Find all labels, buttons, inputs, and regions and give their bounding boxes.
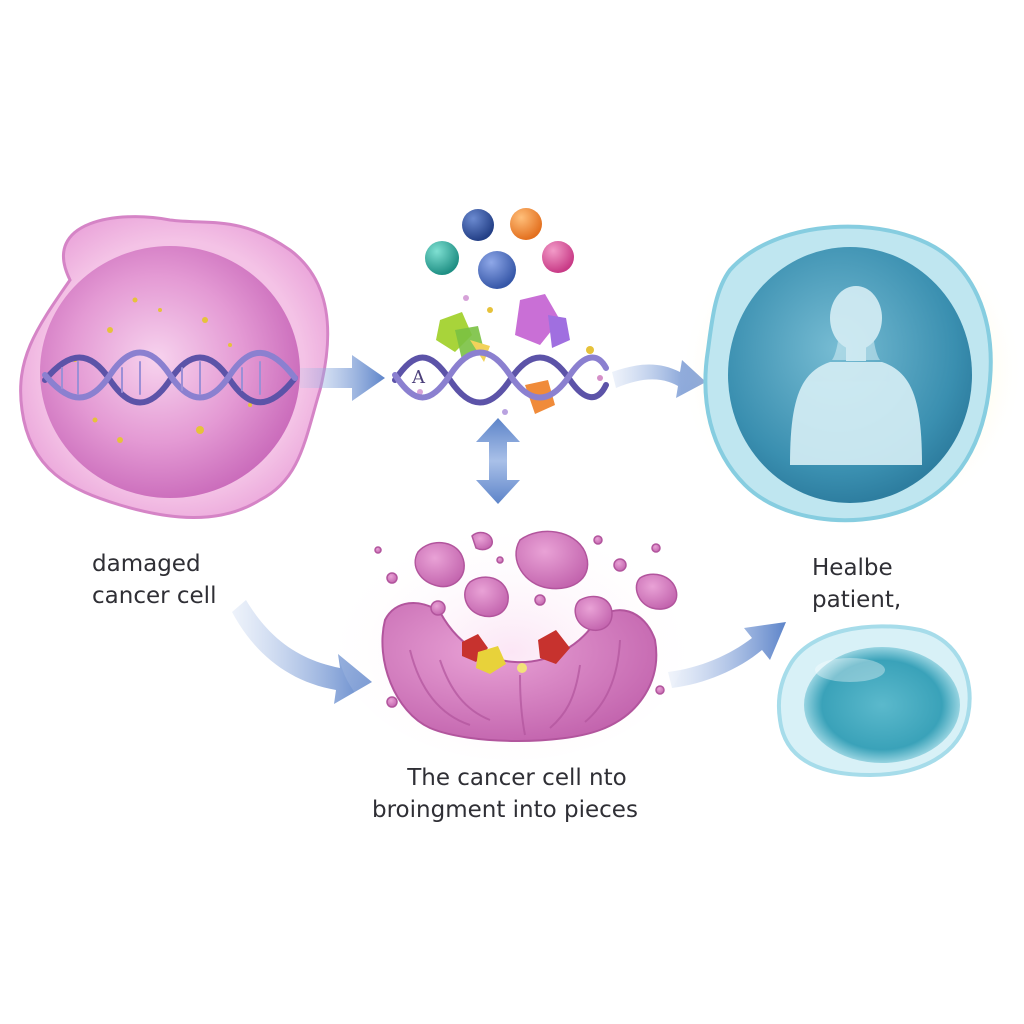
strand-letter: A xyxy=(411,367,426,388)
arrow-damaged-to-fragmented xyxy=(232,600,372,704)
damaged-cancer-cell xyxy=(19,215,330,519)
dna-repair-site: A xyxy=(392,294,609,415)
label-damaged-cancer-cell: damaged cancer cell xyxy=(92,548,216,612)
small-healthy-cell xyxy=(776,624,972,778)
label-damaged-line2: cancer cell xyxy=(92,583,217,609)
drug-molecules xyxy=(425,208,574,289)
arrow-fragmented-to-small-cell xyxy=(668,622,786,688)
healthy-patient-cell xyxy=(680,214,1024,530)
molecule-pink xyxy=(542,241,574,273)
arrow-damaged-to-repair xyxy=(300,355,385,401)
colorful-fragments xyxy=(417,294,603,415)
molecule-blue xyxy=(478,251,516,289)
label-healthy-line2: patient, xyxy=(812,587,902,613)
label-fragmented-cell: The cancer cell nto broingment into piec… xyxy=(372,762,638,826)
dna-strand-damaged xyxy=(42,349,298,406)
dna-strand-repair xyxy=(392,349,609,406)
fragmented-cancer-cell xyxy=(337,520,687,760)
molecule-orange xyxy=(510,208,542,240)
molecule-navy xyxy=(462,209,494,241)
molecule-teal xyxy=(425,241,459,275)
label-healthy-patient: Healbe patient, xyxy=(812,552,901,616)
label-healthy-line1: Healbe xyxy=(812,555,893,581)
label-fragment-line2: broingment into pieces xyxy=(372,797,638,823)
drug-crystals xyxy=(462,630,570,674)
cell-fragments xyxy=(374,530,678,708)
person-silhouette xyxy=(790,286,922,465)
arrow-vertical-double xyxy=(476,418,520,504)
label-fragment-line1: The cancer cell nto xyxy=(407,765,627,791)
label-damaged-line1: damaged xyxy=(92,551,201,577)
